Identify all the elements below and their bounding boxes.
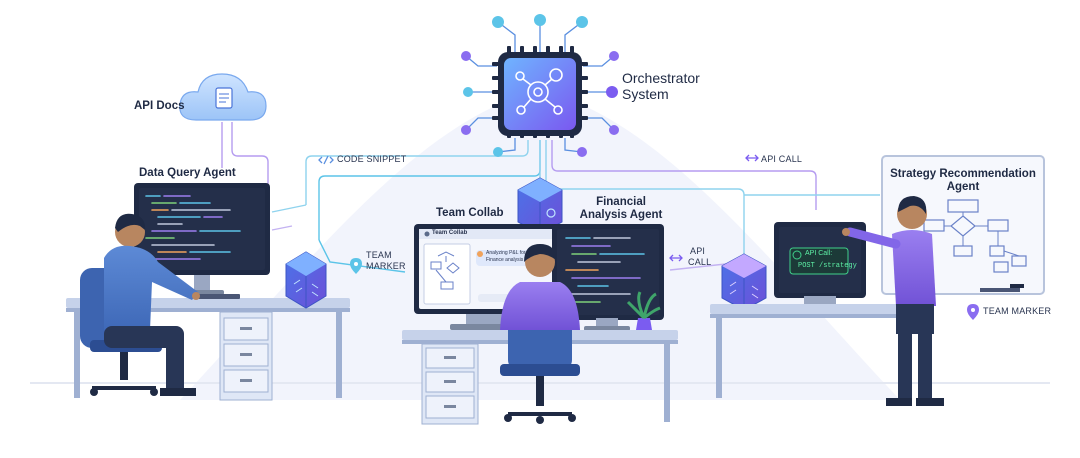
orchestrator-label-line2: System (622, 86, 669, 102)
collab-screen-title: Team Collab (432, 230, 468, 236)
double-arrow-icon (669, 254, 683, 262)
location-pin-icon (350, 258, 362, 274)
double-arrow-icon (745, 154, 759, 162)
financial-agent-label-line1: Financial (596, 196, 646, 208)
api-docs-label: API Docs (134, 100, 185, 112)
api-call-top-label: API CALL (761, 154, 803, 164)
info-icon (792, 250, 802, 260)
document-icon (215, 87, 233, 109)
code-snippet-label: CODE SNIPPET (337, 154, 407, 164)
team-marker-left-line1: TEAM (366, 250, 392, 260)
center-workstation (402, 177, 678, 425)
collab-chat-line1: Analyzing P&L for (486, 250, 526, 256)
api-call-screen-label: API Call: (805, 250, 833, 257)
code-brackets-icon (318, 155, 334, 165)
location-pin-icon (967, 304, 979, 320)
team-collab-label: Team Collab (436, 207, 504, 219)
left-agent-cube (285, 251, 327, 309)
strategy-workstation (710, 155, 1045, 406)
collab-chat-line2: Finance analysis (486, 257, 524, 263)
team-marker-right-label: TEAM MARKER (983, 306, 1052, 316)
team-marker-left-line2: MARKER (366, 261, 406, 271)
gears-icon (515, 68, 563, 115)
data-query-workstation (66, 183, 350, 401)
api-call-screen-endpoint: POST /strategy (798, 262, 857, 270)
api-call-mid-line2: CALL (688, 257, 712, 267)
data-query-agent-label: Data Query Agent (139, 167, 236, 179)
right-agent-cube (721, 253, 767, 311)
orchestrator-label-line1: Orchestrator (622, 70, 700, 86)
strategy-agent-label-line1: Strategy Recommendation (890, 168, 1036, 180)
strategy-agent-label-line2: Agent (946, 181, 980, 193)
financial-agent-label-line2: Analysis Agent (579, 209, 663, 221)
api-call-mid-line1: API (690, 246, 706, 256)
orchestrator-chip (461, 14, 619, 157)
api-docs-cloud (179, 73, 267, 121)
